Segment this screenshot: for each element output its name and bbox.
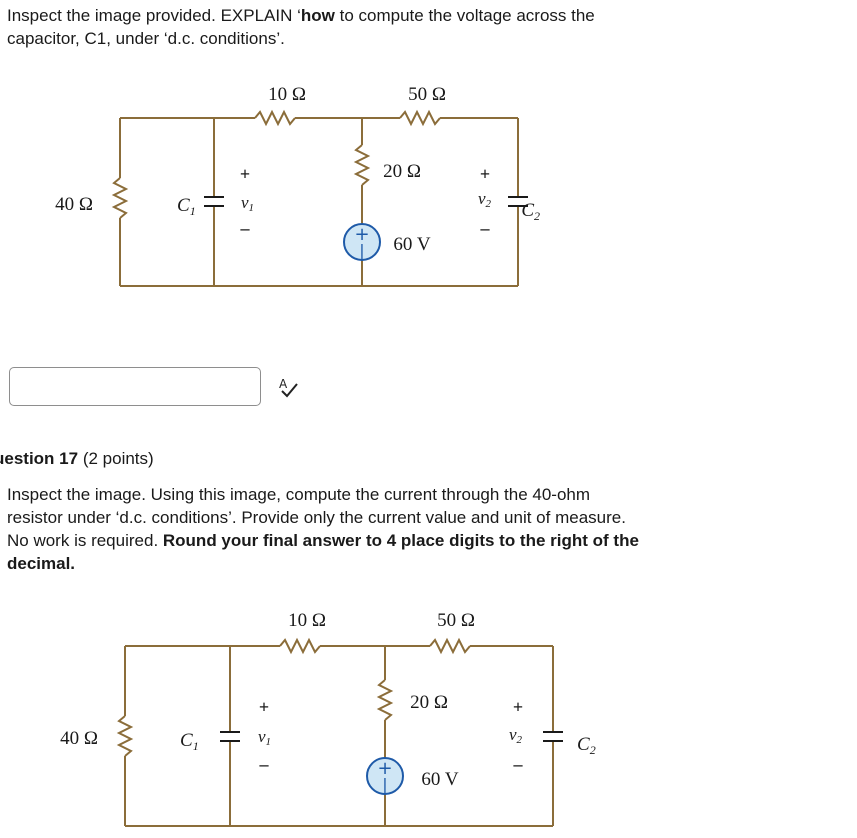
circuit-diagram-1: + | 10 Ω 50 Ω 40 Ω 20 Ω 60 V C1 C2 + v1 …	[55, 84, 540, 287]
q16-line2: capacitor, C1, under ‘d.c. conditions’.	[7, 29, 285, 48]
v2-plus: +	[480, 164, 490, 184]
q17-line2: resistor under ‘d.c. conditions’. Provid…	[7, 508, 626, 527]
q17-line3-bold: Round your final answer to 4 place digit…	[162, 531, 639, 550]
source-plus: +	[377, 758, 392, 779]
capacitor-c1-plates	[204, 196, 224, 207]
question-16-text: Inspect the image provided. EXPLAIN ‘how…	[7, 4, 807, 50]
q16-how-bold: how	[300, 6, 335, 25]
label-10-ohm: 10 Ω	[268, 84, 306, 105]
label-50-ohm: 50 Ω	[437, 610, 475, 631]
label-v2: v2	[509, 725, 523, 746]
source-minus: |	[382, 775, 387, 794]
q17-line3-pre: No work is required.	[7, 531, 163, 550]
v2-minus: –	[480, 218, 491, 238]
v1-plus: +	[240, 164, 250, 184]
label-50-ohm: 50 Ω	[408, 84, 446, 105]
v2-plus: +	[513, 697, 523, 717]
label-20-ohm: 20 Ω	[383, 161, 421, 182]
label-c1: C1	[177, 195, 196, 218]
capacitor-c2-plates	[543, 731, 563, 742]
capacitor-c1-plates	[220, 731, 240, 742]
q17-points: (2 points)	[78, 449, 154, 468]
question-17-heading: uestion 17 (2 points)	[0, 447, 154, 470]
source-plus: +	[354, 224, 369, 245]
label-c1: C1	[180, 730, 199, 753]
label-v1: v1	[241, 193, 254, 214]
label-40-ohm: 40 Ω	[55, 194, 93, 215]
q16-line1-post: to compute the voltage across the	[334, 6, 595, 25]
source-minus: |	[359, 241, 364, 260]
circuit-diagram-2: + | 10 Ω 50 Ω 40 Ω 20 Ω 60 V C1 C2 + v1 …	[60, 610, 596, 827]
svg-text:A: A	[279, 377, 288, 391]
label-60-volt: 60 V	[393, 234, 430, 255]
voltage-source: + |	[366, 757, 404, 795]
label-20-ohm: 20 Ω	[410, 692, 448, 713]
label-c2: C2	[521, 200, 540, 223]
q16-line1-pre: Inspect the image provided. EXPLAIN ‘	[7, 6, 301, 25]
v1-minus: –	[259, 754, 270, 774]
q17-title: uestion 17	[0, 449, 79, 468]
q17-line4-bold: decimal.	[7, 554, 76, 573]
label-10-ohm: 10 Ω	[288, 610, 326, 631]
label-c2: C2	[577, 734, 596, 757]
label-v2: v2	[478, 189, 492, 210]
label-40-ohm: 40 Ω	[60, 728, 98, 749]
label-60-volt: 60 V	[421, 769, 458, 790]
v1-plus: +	[259, 697, 269, 717]
spellcheck-icon[interactable]: A	[276, 374, 302, 400]
answer-input[interactable]	[9, 367, 261, 406]
voltage-source: + |	[343, 223, 381, 261]
question-17-text: Inspect the image. Using this image, com…	[7, 483, 827, 575]
circuit-wires	[116, 637, 554, 827]
capacitor-c2-plates	[508, 196, 528, 207]
v2-minus: –	[513, 754, 524, 774]
q17-line1: Inspect the image. Using this image, com…	[7, 485, 591, 504]
v1-minus: –	[240, 218, 251, 238]
circuit-wires	[111, 109, 519, 287]
label-v1: v1	[258, 727, 271, 748]
